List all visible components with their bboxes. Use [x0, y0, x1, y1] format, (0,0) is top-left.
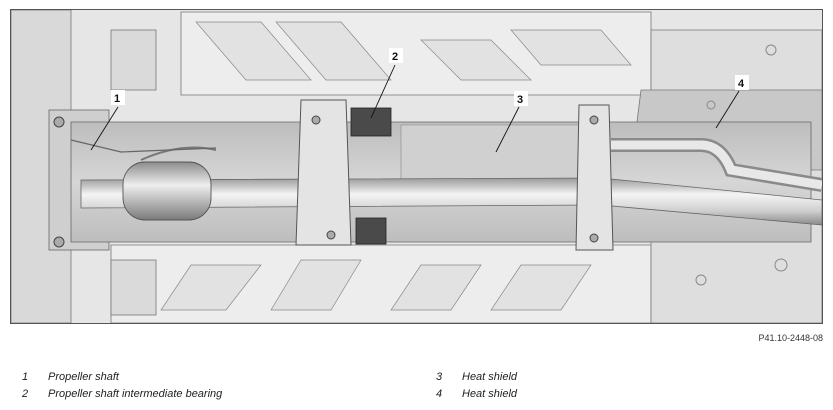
callout-4-leader — [715, 90, 740, 129]
legend-number: 3 — [436, 371, 443, 383]
legend-label: Propeller shaft intermediate bearing — [48, 388, 223, 400]
legend-label: Heat shield — [462, 388, 518, 400]
callout-2-leader — [370, 64, 396, 119]
callout-4: 4 — [738, 78, 745, 90]
legend-label: Propeller shaft — [48, 371, 119, 383]
legend-label: Heat shield — [462, 371, 518, 383]
intermediate-bearing-bracket — [350, 107, 392, 137]
legend-number: 1 — [22, 371, 29, 383]
callout-3: 3 — [517, 94, 523, 106]
cross-brace-front — [295, 99, 352, 246]
cross-brace-rear — [575, 104, 614, 251]
legend-item: 4 Heat shield — [436, 386, 517, 403]
callout-1: 1 — [114, 93, 120, 105]
catalytic-converter — [122, 161, 212, 221]
legend-item: 2 Propeller shaft intermediate bearing — [22, 386, 222, 403]
underbody-drawing: 1 2 3 4 — [11, 10, 822, 323]
legend-number: 4 — [436, 388, 443, 400]
underbody-illustration: 1 2 3 4 — [10, 9, 823, 324]
legend-item: 3 Heat shield — [436, 369, 517, 386]
callout-3-leader — [495, 106, 520, 153]
callout-2: 2 — [392, 51, 398, 63]
callout-1-leader — [90, 106, 119, 151]
legend-left: 1 Propeller shaft 2 Propeller shaft interm… — [22, 369, 222, 403]
legend-number: 2 — [22, 388, 29, 400]
figure-id: P41.10-2448-08 — [758, 333, 823, 343]
legend-item: 1 Propeller shaft — [22, 369, 222, 386]
